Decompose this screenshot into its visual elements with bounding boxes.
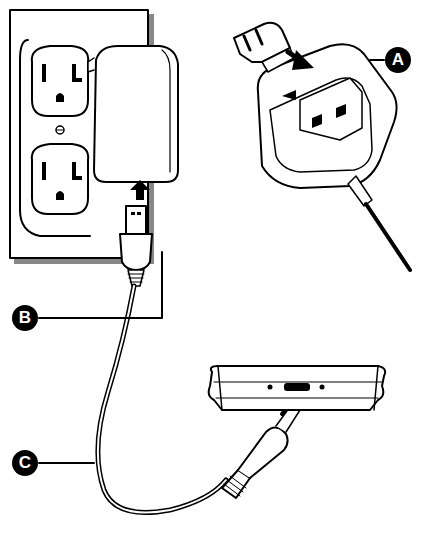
callout-letter: A [385, 47, 411, 73]
callout-letter: B [12, 305, 38, 331]
callout-letter: C [12, 450, 38, 476]
